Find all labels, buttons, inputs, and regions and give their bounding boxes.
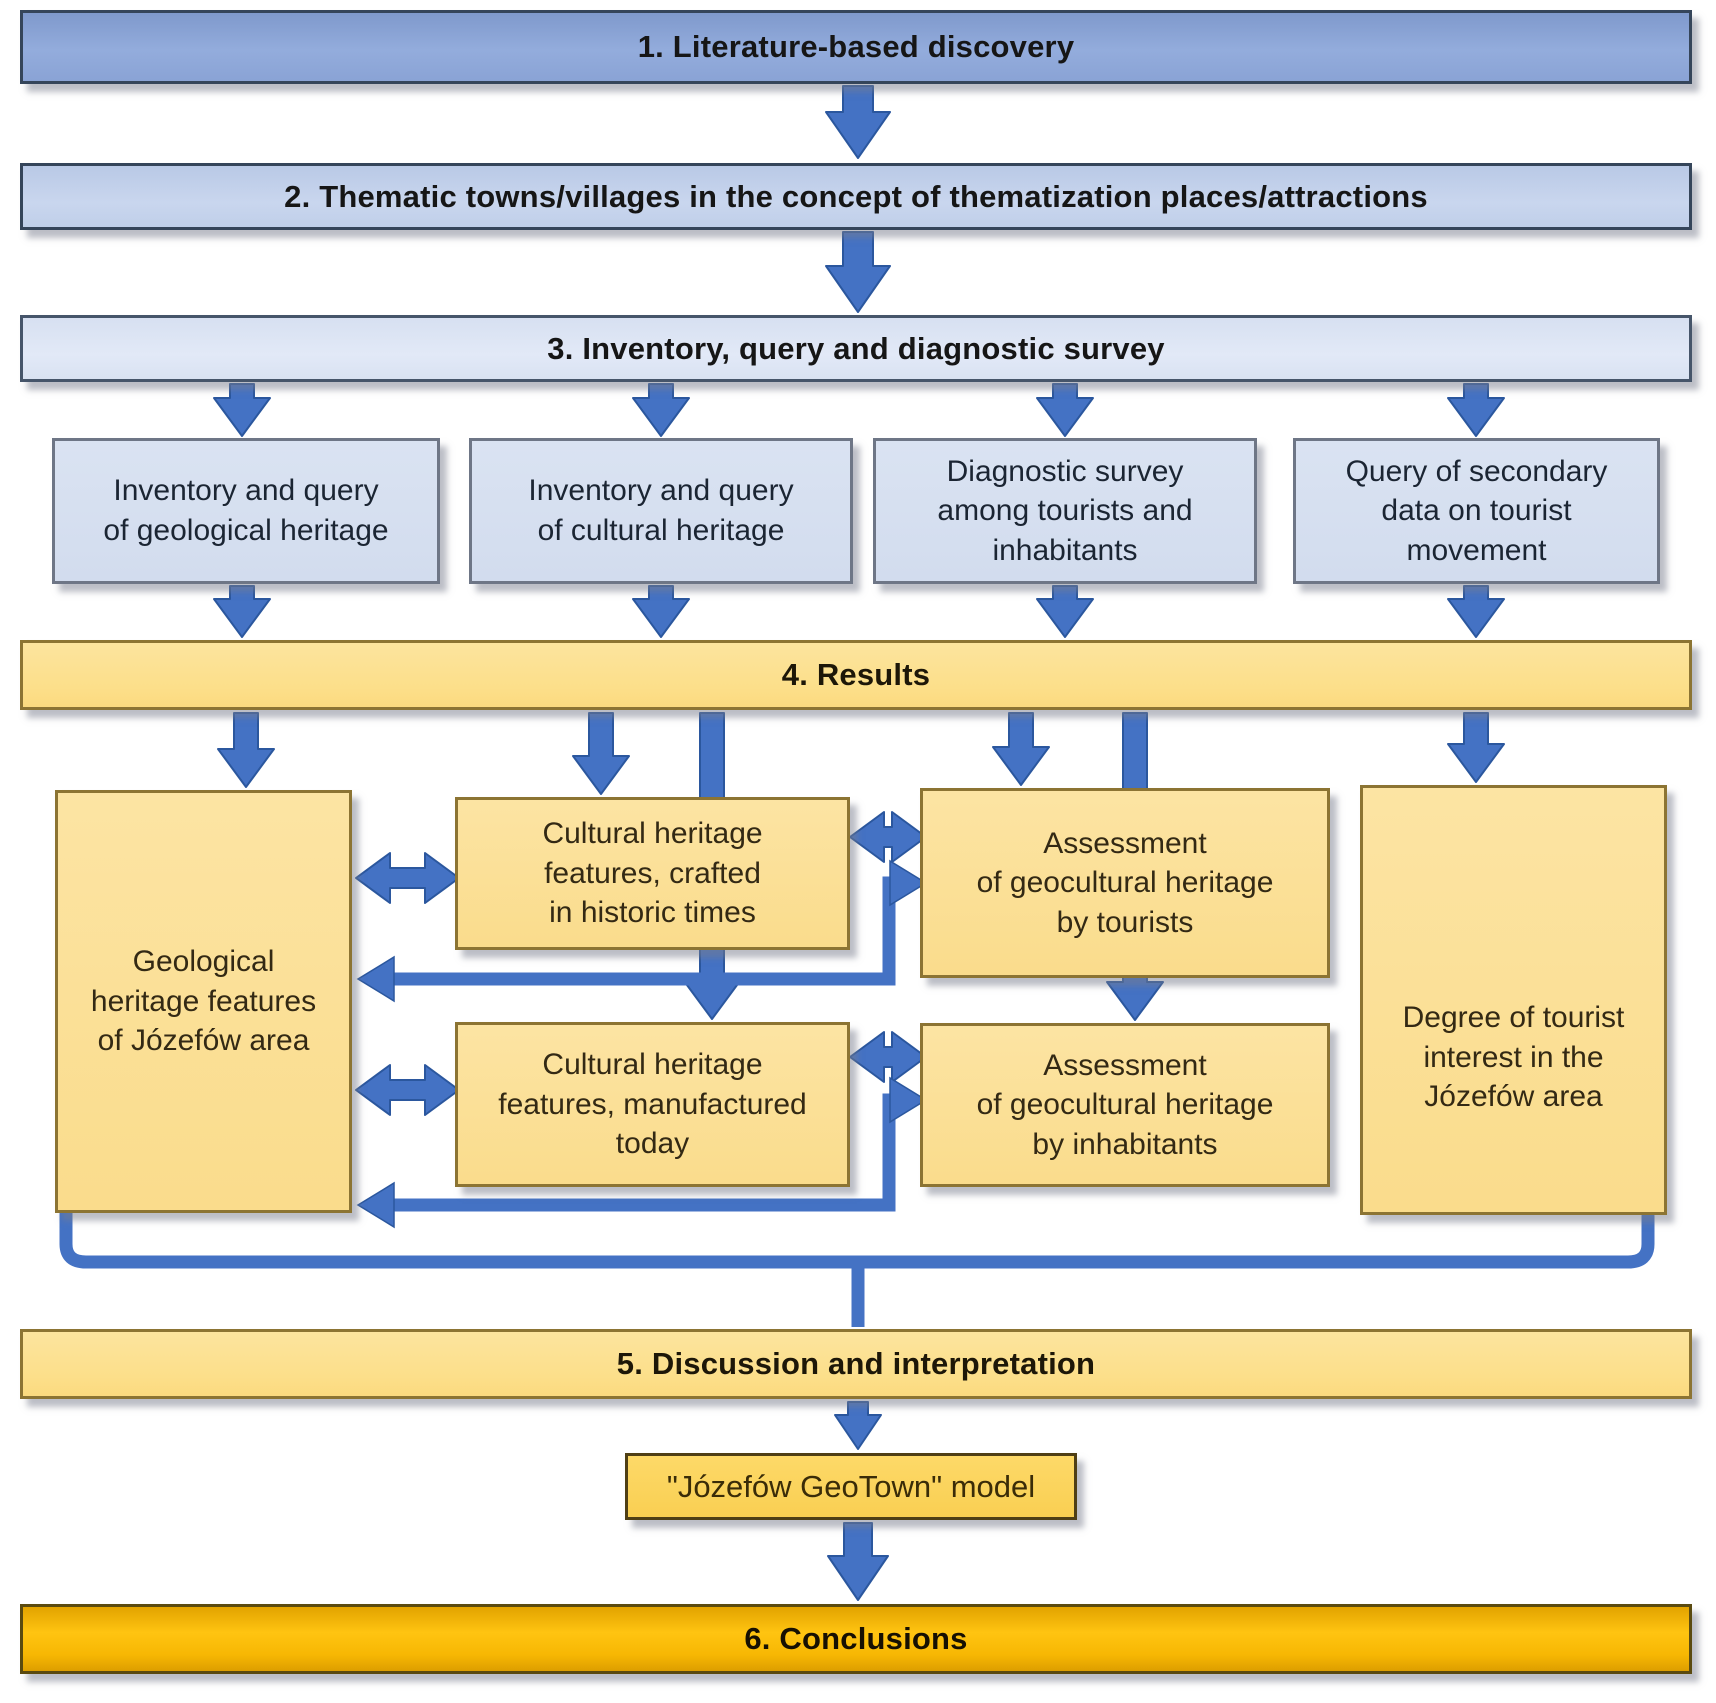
banner-discussion-interpretation: 5. Discussion and interpretation (20, 1329, 1692, 1399)
link-manufactured-and-inhabitants (849, 1031, 927, 1083)
bracket-results-collector (59, 1206, 1655, 1269)
arrow-banner3-to-inventory-cultural (632, 383, 690, 437)
banner-inventory-query-diagnostic: 3. Inventory, query and diagnostic surve… (20, 315, 1692, 382)
arrow-geotown-model-to-conclusions (827, 1522, 889, 1601)
link-crafted-and-tourists (849, 811, 927, 863)
link-geological-and-tourists-right-arrowhead (889, 859, 928, 907)
box-jozefow-geotown-model: "Józefów GeoTown" model (625, 1453, 1077, 1520)
arrow-banner3-to-secondary-data (1447, 383, 1505, 437)
link-geological-and-crafted (355, 852, 460, 904)
box-inventory-geological-heritage: Inventory and query of geological herita… (52, 438, 440, 584)
link-geological-and-manufactured (355, 1064, 460, 1116)
arrow-inventory-geological-to-results (213, 585, 271, 638)
link-geological-and-tourists-left-arrowhead (356, 955, 395, 1003)
box-query-secondary-data: Query of secondary data on tourist movem… (1293, 438, 1660, 584)
box-inventory-cultural-heritage: Inventory and query of cultural heritage (469, 438, 853, 584)
arrow-discussion-to-geotown-model (834, 1401, 882, 1450)
box-cultural-heritage-crafted: Cultural heritage features, crafted in h… (455, 797, 850, 950)
arrow-inventory-cultural-to-results (632, 585, 690, 638)
arrow-results-to-assessment-tourists (992, 712, 1050, 786)
banner-literature-based-discovery: 1. Literature-based discovery (20, 10, 1692, 84)
arrow-banner3-to-inventory-geological (213, 383, 271, 437)
banner-thematic-towns-villages: 2. Thematic towns/villages in the concep… (20, 163, 1692, 230)
box-diagnostic-survey: Diagnostic survey among tourists and inh… (873, 438, 1257, 584)
banner-conclusions: 6. Conclusions (20, 1604, 1692, 1674)
box-assessment-by-inhabitants: Assessment of geocultural heritage by in… (920, 1023, 1330, 1187)
arrow-banner2-to-banner3 (825, 231, 891, 313)
arrow-secondary-data-to-results (1447, 585, 1505, 638)
banner-results: 4. Results (20, 640, 1692, 710)
box-cultural-heritage-manufactured: Cultural heritage features, manufactured… (455, 1022, 850, 1187)
link-geological-and-inhabitants-right-arrowhead (889, 1076, 928, 1124)
box-assessment-by-tourists: Assessment of geocultural heritage by to… (920, 788, 1330, 978)
arrow-results-to-geological-features (217, 712, 275, 788)
arrow-banner3-to-diagnostic-survey (1036, 383, 1094, 437)
arrow-diagnostic-survey-to-results (1036, 585, 1094, 638)
box-geological-heritage-features: Geological heritage features of Józefów … (55, 790, 352, 1213)
arrow-results-to-degree-of-interest (1447, 712, 1505, 783)
box-degree-of-tourist-interest: Degree of tourist interest in the Józefó… (1360, 785, 1667, 1215)
arrow-results-to-crafted-features (572, 712, 630, 795)
arrow-banner1-to-banner2 (825, 85, 891, 159)
link-geological-and-inhabitants-left-arrowhead (356, 1181, 395, 1229)
